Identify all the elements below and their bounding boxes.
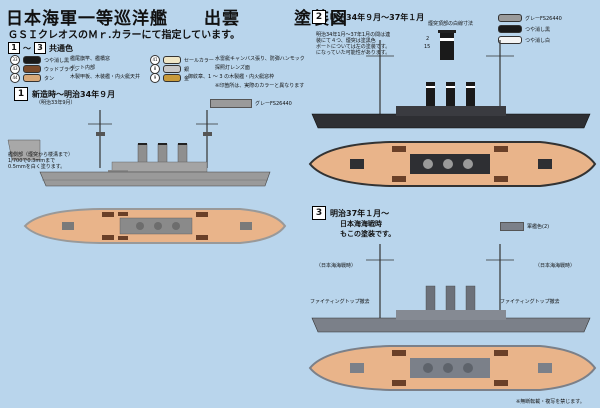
- section-1-number: 1: [14, 87, 28, 101]
- grey-swatch: [500, 222, 524, 231]
- page-title: 日本海軍一等巡洋艦 出雲 塗装図: [6, 9, 348, 29]
- legend-silver-use: 探照灯レンズ面: [215, 65, 250, 71]
- common-footnote: ※印箇所は、実際のカラーと異なります: [215, 83, 305, 89]
- legend-gold: 9 金: [150, 73, 189, 83]
- hull-side-1: [39, 171, 271, 187]
- flag-note-left: （日本海海戦時）: [316, 263, 357, 269]
- swatch: [163, 74, 181, 82]
- section-1-header: 1 新造時〜明治34年９月: [14, 87, 115, 101]
- copyright-footer: ※無断転載・複写を禁じます。: [516, 399, 585, 405]
- grey-swatch: [210, 99, 252, 108]
- common-label: 共通色: [49, 43, 73, 53]
- section-3-sub2: もこの塗装です。: [340, 230, 396, 238]
- swatch: [498, 25, 522, 33]
- section-1-note: 艦側部（煙突から楼溝まで） 1/700で0.3mmまで 0.5mmを白く塗ります…: [8, 152, 74, 170]
- section-3-number: 3: [312, 206, 326, 220]
- swatch: [23, 56, 41, 64]
- section-2-title: 明治34年９月〜37年１月: [330, 12, 425, 22]
- section-1-drawings: [7, 110, 287, 244]
- legend-black: 33 つや消し黒: [10, 55, 69, 65]
- funnel-2-3: [466, 82, 475, 112]
- legend-tan: 44 タン: [10, 73, 54, 83]
- legend-wood: 43 ウッドブラウン: [10, 64, 79, 74]
- dim-a: 2: [426, 36, 430, 42]
- section-2-number: 2: [312, 10, 326, 24]
- section-1-grey-legend: グレーFS26440: [210, 99, 292, 108]
- flag-note-right: （日本海海戦時）: [535, 263, 576, 269]
- section-2-header: 2 明治34年９月〜37年１月: [312, 10, 424, 24]
- section-2-funnel-note: 煙突頂部の白線寸法: [428, 21, 474, 27]
- legend-black-use: 艦尾旗竿、艦橋窓: [70, 56, 111, 62]
- legend-sail-use: 水雷艇キャンバス張り、防弾ハンモック: [215, 56, 305, 62]
- code-badge: 9: [150, 73, 160, 83]
- section-3-grey-legend: 軍艦色(2): [500, 222, 549, 231]
- funnel-2-1: [426, 82, 435, 112]
- common-colors-header: 1 〜 3 共通色: [8, 42, 73, 54]
- legend-wood-use: ボート内部: [70, 65, 96, 71]
- range-end-box: 3: [34, 42, 46, 54]
- swatch: [23, 74, 41, 82]
- fighting-top-note-right: ファイティングトップ撤去: [500, 299, 560, 305]
- range-start-box: 1: [8, 42, 20, 54]
- dim-b: 15: [424, 44, 431, 50]
- section-3-title: 明治37年１月〜: [330, 208, 390, 218]
- bow-closeup: [7, 139, 41, 161]
- hull-side-2: [311, 113, 591, 129]
- funnel-detail: [440, 32, 454, 60]
- section-2-legend: グレーFS26440 つや消し黒 つや消し白: [498, 14, 562, 44]
- swatch: [163, 56, 181, 64]
- section-3-drawings: [308, 244, 597, 391]
- section-2-drawings: [308, 30, 597, 187]
- swatch: [23, 65, 41, 73]
- section-1-title: 新造時〜明治34年９月: [32, 89, 116, 99]
- page-subtitle: ＧＳＩクレオスのＭｒ.カラーにて指定しています。: [8, 30, 241, 41]
- section-3-sub1: 日本海海戦時: [340, 220, 382, 228]
- section-1-subtitle: （明治33年9月）: [36, 100, 76, 106]
- section-3-header: 3 明治37年１月〜: [312, 206, 389, 220]
- legend-tan-use: 木製甲板、木装艦・内火艇天井: [70, 74, 141, 80]
- section-2-note: 明治34年1月〜37年1月の間は連 装にて４つ、煙突は塗黒色 ボートについては左…: [316, 32, 391, 56]
- funnel-2-2: [446, 82, 455, 112]
- swatch: [163, 65, 181, 73]
- fighting-top-note-left: ファイティングトップ撤去: [310, 299, 370, 305]
- swatch: [498, 36, 522, 44]
- hull-side-3: [311, 317, 591, 333]
- swatch: [498, 14, 522, 22]
- legend-gold-use: 御紋章、1 〜 3 の木製艦・内火艇窓枠: [188, 74, 275, 80]
- fighting-top: [96, 132, 105, 136]
- legend-sail: 41 セールカラー: [150, 55, 214, 65]
- code-badge: 44: [10, 73, 20, 83]
- legend-silver: 8 銀: [150, 64, 189, 74]
